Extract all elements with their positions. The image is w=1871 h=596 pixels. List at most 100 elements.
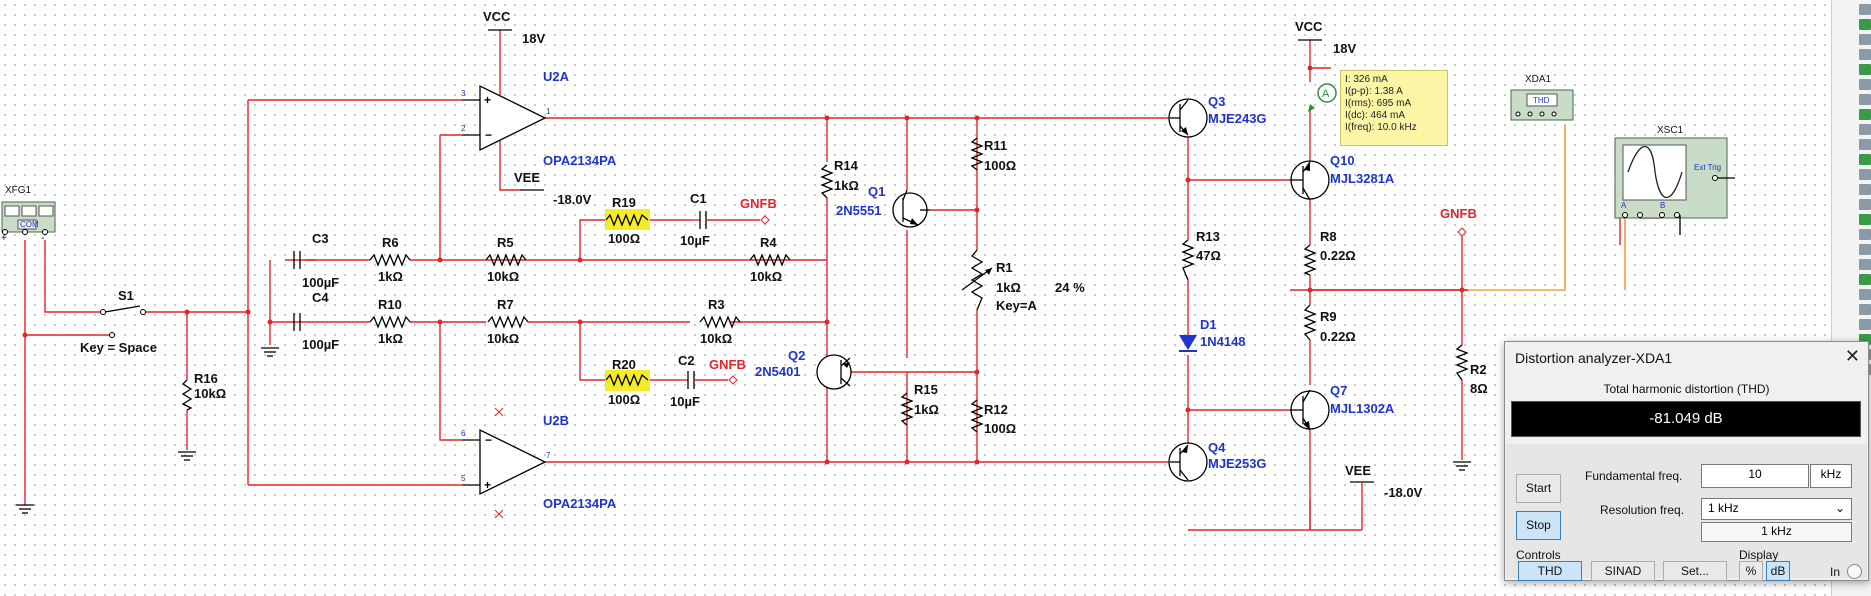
- toolbar-icon[interactable]: [1859, 94, 1871, 105]
- toolbar-icon[interactable]: [1859, 124, 1871, 135]
- r15-value: 1kΩ: [914, 402, 939, 417]
- capacitor-c1[interactable]: [690, 211, 760, 229]
- resistor-r16[interactable]: [181, 379, 193, 411]
- oscilloscope-xsc1[interactable]: [1614, 137, 1735, 235]
- r7-value: 10kΩ: [487, 331, 519, 346]
- toolbar-icon[interactable]: [1859, 49, 1871, 60]
- resistor-r15[interactable]: [900, 392, 914, 426]
- distortion-analyzer-xda1[interactable]: [1510, 89, 1574, 121]
- gnfb-port[interactable]: [1457, 227, 1467, 237]
- distortion-analyzer-window[interactable]: Distortion analyzer-XDA1 ✕ Total harmoni…: [1504, 341, 1869, 581]
- toolbar-icon[interactable]: [1859, 34, 1871, 45]
- resistor-r4[interactable]: [749, 253, 791, 267]
- vee-left-label: VEE: [514, 170, 540, 185]
- toolbar-icon[interactable]: [1859, 109, 1871, 120]
- toolbar-icon[interactable]: [1859, 229, 1871, 240]
- capacitor-c2[interactable]: [680, 371, 728, 389]
- toolbar-icon[interactable]: [1859, 169, 1871, 180]
- q10-name: Q10: [1330, 153, 1355, 168]
- toolbar-icon[interactable]: [1859, 199, 1871, 210]
- transistor-q7[interactable]: [1290, 389, 1330, 431]
- opamp-u2a[interactable]: + − 32 1: [461, 84, 551, 152]
- resistor-r5[interactable]: [485, 253, 527, 267]
- transistor-q2[interactable]: [816, 354, 852, 390]
- db-button[interactable]: dB: [1766, 561, 1790, 581]
- toolbar-icon[interactable]: [1859, 289, 1871, 300]
- capacitor-c4[interactable]: [285, 313, 305, 331]
- q1-name: Q1: [868, 184, 885, 199]
- resistor-r9[interactable]: [1303, 304, 1317, 341]
- set-button[interactable]: Set...: [1663, 561, 1727, 581]
- percent-button[interactable]: %: [1739, 561, 1763, 581]
- resistor-r6[interactable]: [369, 253, 411, 267]
- resistor-r14[interactable]: [820, 164, 834, 199]
- gnfb-port[interactable]: [728, 375, 738, 385]
- resolution-freq-select[interactable]: 1 kHz ⌄: [1701, 498, 1852, 520]
- c3-name: C3: [312, 231, 329, 246]
- toolbar-icon[interactable]: [1859, 334, 1871, 345]
- resistor-r11[interactable]: [970, 137, 984, 171]
- thd-button[interactable]: THD: [1518, 561, 1582, 581]
- transistor-q4[interactable]: [1168, 442, 1208, 482]
- r1-key: Key=A: [996, 298, 1037, 313]
- r11-value: 100Ω: [984, 158, 1016, 173]
- r9-value: 0.22Ω: [1320, 329, 1356, 344]
- gnfb-port[interactable]: [760, 215, 770, 225]
- xsc1-label: XSC1: [1657, 125, 1684, 136]
- potentiometer-r1[interactable]: [961, 249, 993, 311]
- resistor-r3[interactable]: [699, 315, 741, 329]
- transistor-q3[interactable]: [1168, 98, 1208, 138]
- c2-name: C2: [678, 353, 695, 368]
- u2a-label: U2A: [543, 69, 570, 84]
- resistor-r19[interactable]: [605, 213, 649, 227]
- resistor-r10[interactable]: [369, 315, 411, 329]
- input-label: In: [1830, 565, 1841, 579]
- toolbar-icon[interactable]: [1859, 139, 1871, 150]
- capacitor-c3[interactable]: [285, 251, 316, 269]
- r2-value: 8Ω: [1470, 381, 1488, 396]
- fundamental-unit[interactable]: kHz: [1810, 464, 1852, 488]
- toolbar-icon[interactable]: [1859, 154, 1871, 165]
- toolbar-icon[interactable]: [1859, 304, 1871, 315]
- s1-label: S1: [118, 288, 134, 303]
- close-icon[interactable]: ✕: [1844, 346, 1860, 366]
- resistor-r7[interactable]: [487, 315, 529, 329]
- switch-s1[interactable]: [100, 305, 146, 338]
- fundamental-freq-input[interactable]: 10: [1701, 464, 1809, 488]
- toolbar-icon[interactable]: [1859, 79, 1871, 90]
- transistor-q10[interactable]: [1290, 160, 1330, 201]
- sinad-button[interactable]: SINAD: [1591, 561, 1655, 581]
- toolbar-icon[interactable]: [1859, 64, 1871, 75]
- resistor-r8[interactable]: [1303, 244, 1317, 276]
- input-terminal-icon[interactable]: [1847, 564, 1862, 579]
- r7-name: R7: [497, 297, 514, 312]
- toolbar-icon[interactable]: [1859, 319, 1871, 330]
- resistor-r20[interactable]: [605, 373, 649, 387]
- orange-wires: [1468, 125, 1626, 291]
- transistor-q1[interactable]: [892, 189, 930, 228]
- toolbar-icon[interactable]: [1859, 19, 1871, 30]
- resistor-r2[interactable]: [1455, 344, 1469, 381]
- analyzer-controls-panel: Start Stop Fundamental freq. 10 kHz Reso…: [1506, 444, 1867, 581]
- toolbar-icon[interactable]: [1859, 244, 1871, 255]
- controls-label: Controls: [1516, 548, 1561, 562]
- diode-d1[interactable]: [1179, 335, 1197, 352]
- toolbar-icon[interactable]: [1859, 184, 1871, 195]
- opamp-u2b[interactable]: − + 65 7: [461, 407, 551, 519]
- toolbar-icon[interactable]: [1859, 214, 1871, 225]
- start-button[interactable]: Start: [1516, 474, 1561, 503]
- toolbar-icon[interactable]: [1859, 274, 1871, 285]
- d1-name: D1: [1200, 317, 1217, 332]
- stop-button[interactable]: Stop: [1516, 511, 1561, 540]
- toolbar-icon[interactable]: [1859, 259, 1871, 270]
- svg-text:2: 2: [461, 124, 466, 133]
- svg-text:7: 7: [546, 451, 551, 460]
- current-probe-icon[interactable]: A: [1308, 83, 1337, 112]
- function-generator-xfg1[interactable]: [1, 201, 56, 235]
- vee-right-value: -18.0V: [1384, 485, 1423, 500]
- q2-name: Q2: [788, 348, 805, 363]
- resistor-r13[interactable]: [1181, 239, 1195, 281]
- toolbar-icon[interactable]: [1859, 4, 1871, 15]
- resistor-r12[interactable]: [970, 399, 984, 433]
